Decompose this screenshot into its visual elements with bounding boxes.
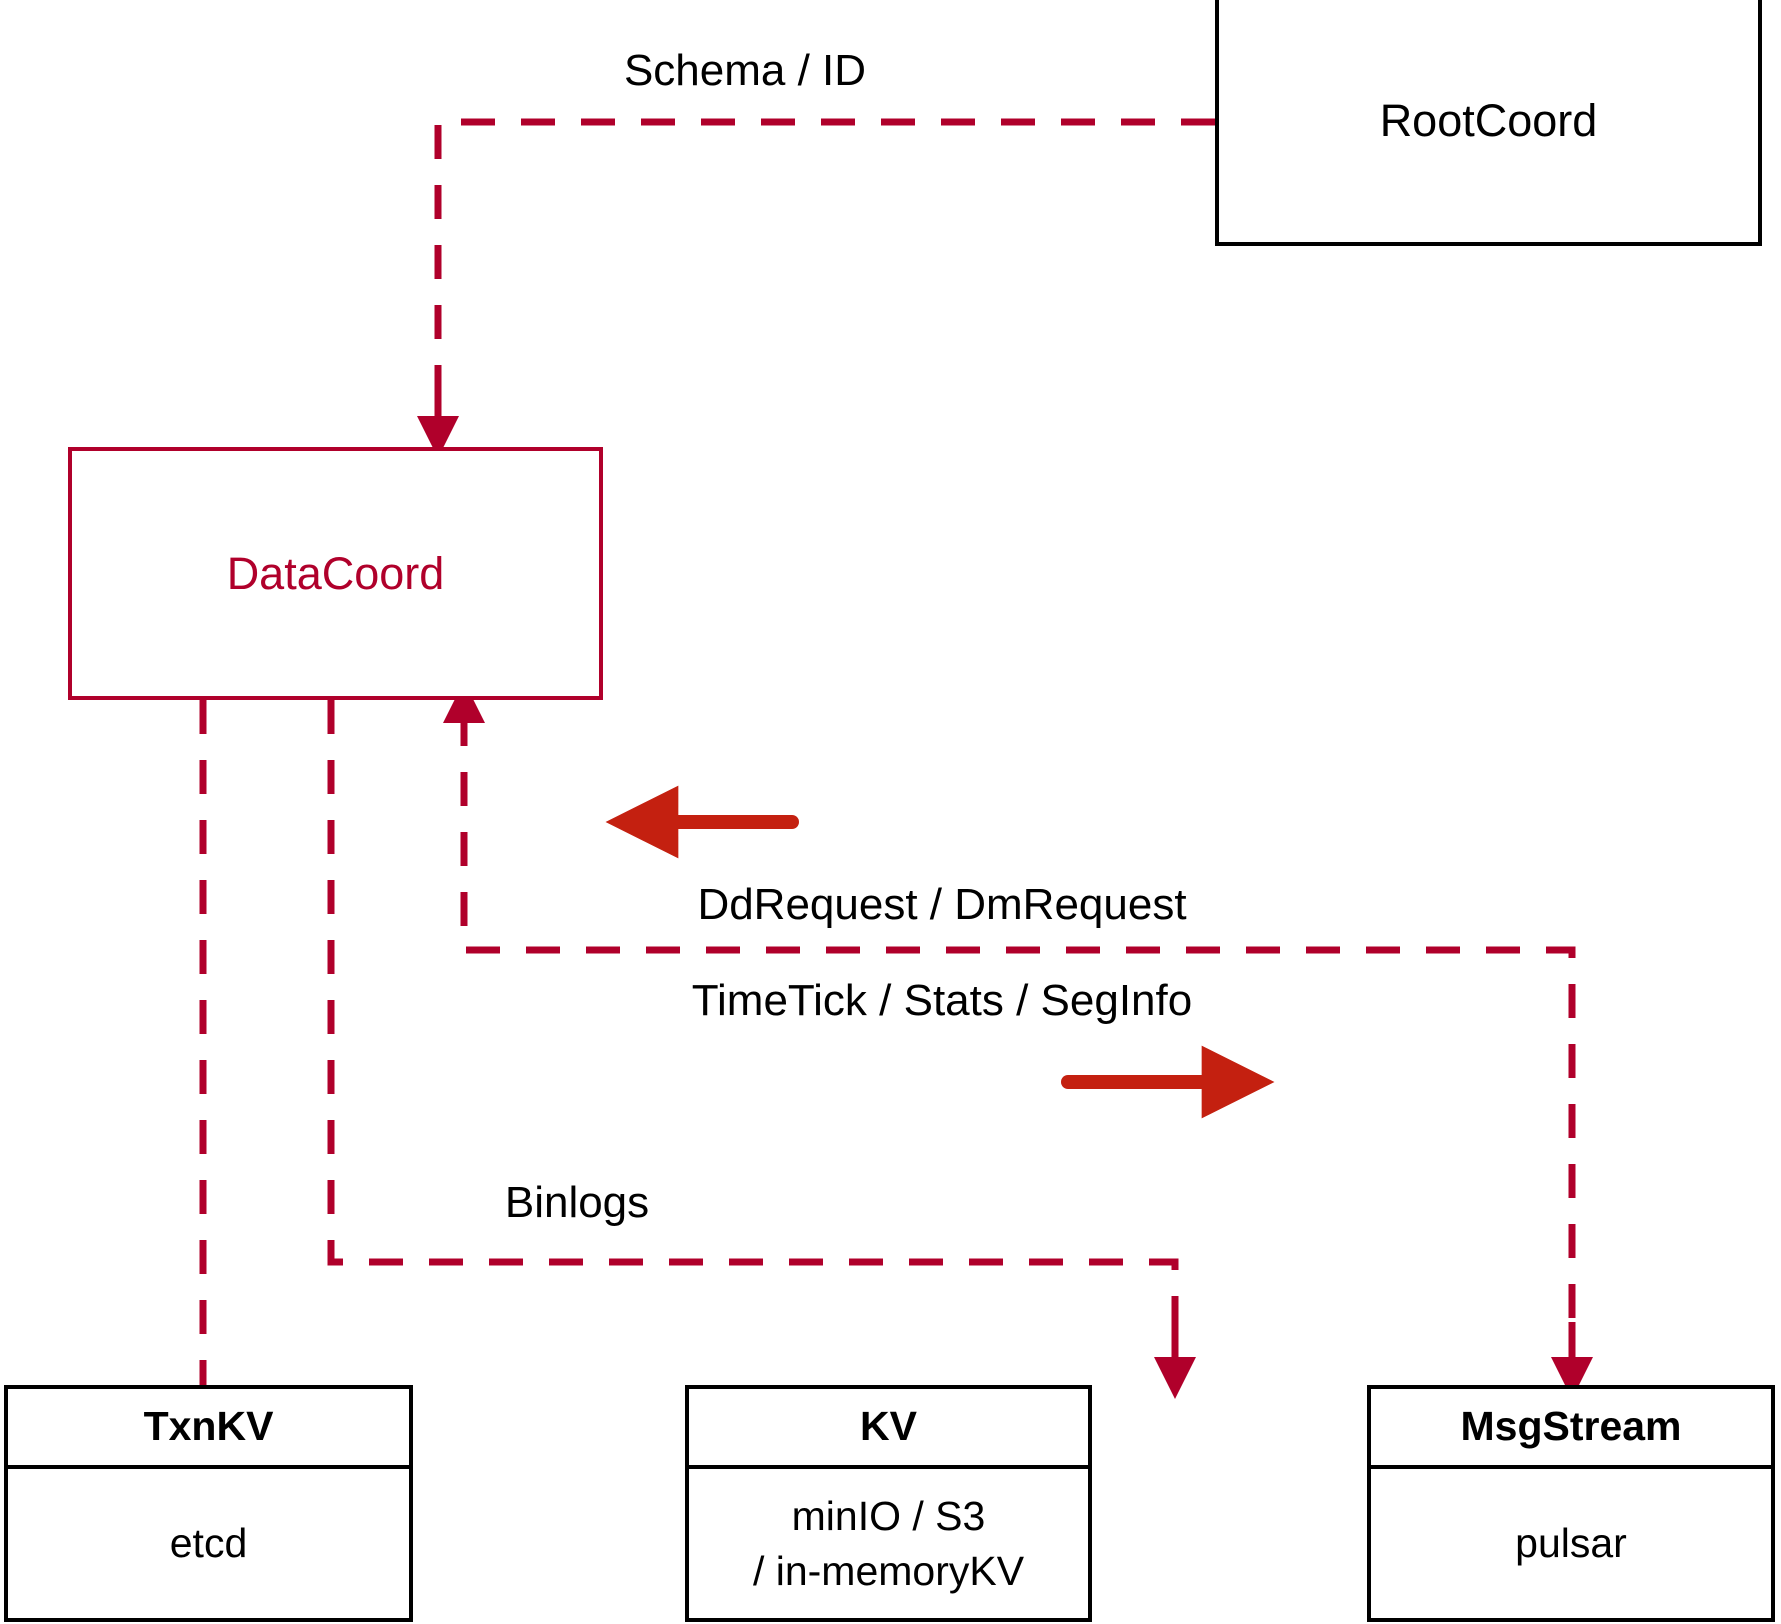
node-rootcoord[interactable]: RootCoord — [1215, 0, 1762, 246]
edge-label-timetick-stats-seginfo: TimeTick / Stats / SegInfo — [691, 976, 1193, 1025]
node-kv-title: KV — [860, 1403, 917, 1450]
edge-label-schema-id: Schema / ID — [623, 46, 867, 95]
node-msgstream-header: MsgStream — [1371, 1389, 1771, 1469]
node-msgstream-body: pulsar — [1371, 1469, 1771, 1619]
node-datacoord-label: DataCoord — [226, 547, 445, 599]
edge-binlogs — [327, 700, 1179, 1330]
node-msgstream-line-0: pulsar — [1515, 1520, 1627, 1567]
node-txnkv[interactable]: TxnKV etcd — [4, 1385, 413, 1622]
node-kv-line-1: / in-memoryKV — [752, 1548, 1025, 1594]
node-txnkv-line-0: etcd — [169, 1520, 248, 1567]
node-kv-line-0: minIO / S3 — [791, 1492, 986, 1539]
edge-label-ddrequest-dmrequest: DdRequest / DmRequest — [697, 880, 1187, 929]
node-msgstream-title: MsgStream — [1460, 1403, 1682, 1450]
edge-schema-id — [434, 118, 1215, 388]
node-msgstream[interactable]: MsgStream pulsar — [1367, 1385, 1775, 1622]
edge-msgstream-datacoord — [460, 712, 1576, 1330]
node-kv[interactable]: KV minIO / S3 / in-memoryKV — [685, 1385, 1092, 1622]
node-kv-body: minIO / S3 / in-memoryKV — [689, 1469, 1088, 1619]
node-txnkv-body: etcd — [8, 1469, 409, 1619]
edge-label-binlogs: Binlogs — [504, 1178, 650, 1227]
node-kv-header: KV — [689, 1389, 1088, 1469]
node-txnkv-header: TxnKV — [8, 1389, 409, 1469]
node-txnkv-title: TxnKV — [143, 1403, 274, 1450]
node-rootcoord-label: RootCoord — [1379, 95, 1598, 146]
node-datacoord[interactable]: DataCoord — [68, 447, 603, 700]
